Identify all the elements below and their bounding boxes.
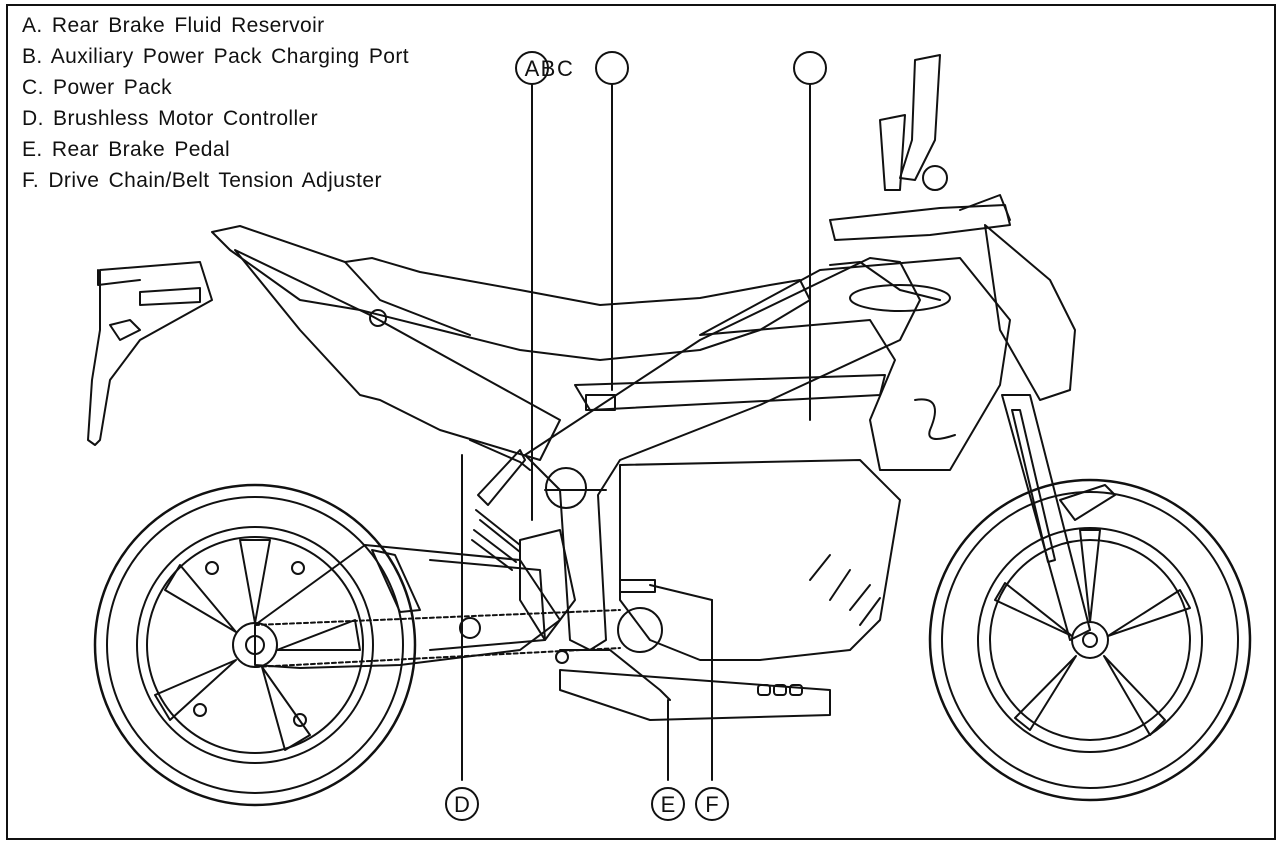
front-cowl: [699, 224, 1076, 471]
callout-a-label: A: [525, 56, 540, 81]
callout-b-label: B: [541, 56, 556, 81]
legend-item-c: C. Power Pack: [22, 76, 173, 99]
callout-e-circle: [651, 787, 685, 821]
parts-legend: A. Rear Brake Fluid Reservoir B. Auxilia…: [22, 10, 409, 196]
callout-e: E: [651, 787, 685, 821]
seat: [211, 225, 811, 361]
callout-b: B: [541, 51, 629, 85]
callout-c-label: C: [557, 56, 573, 81]
callout-f-label: F: [705, 792, 718, 817]
legend-item-f: F. Drive Chain/Belt Tension Adjuster: [22, 169, 382, 192]
leader-line-f-horizontal: [649, 584, 713, 601]
legend-item-d: D. Brushless Motor Controller: [22, 107, 319, 130]
callout-c-circle: [793, 51, 827, 85]
legend-item-a: A. Rear Brake Fluid Reservoir: [22, 14, 325, 37]
front-wheel: [928, 478, 1252, 802]
drivetrain: [254, 529, 671, 701]
rear-fender: [87, 261, 213, 446]
handlebars: [829, 54, 1011, 241]
callout-b-circle: [595, 51, 629, 85]
leader-lines: [461, 84, 811, 781]
front-fork: [1001, 394, 1116, 641]
legend-item-e: E. Rear Brake Pedal: [22, 138, 231, 161]
callout-f-circle: [695, 787, 729, 821]
callout-a: A: [515, 51, 549, 85]
rear-shock: [471, 449, 526, 571]
callout-d: D: [445, 787, 479, 821]
callout-e-label: E: [661, 792, 676, 817]
power-pack-housing: [559, 374, 901, 721]
callout-f: F: [695, 787, 729, 821]
diagram-frame: [6, 4, 1276, 840]
tail-cowl: [234, 249, 561, 461]
callout-c: C: [557, 51, 827, 85]
callout-d-circle: [445, 787, 479, 821]
rear-wheel: [93, 483, 417, 807]
legend-item-b: B. Auxiliary Power Pack Charging Port: [22, 45, 409, 68]
callout-d-label: D: [454, 792, 470, 817]
frame: [469, 257, 921, 651]
callout-a-circle: [515, 51, 549, 85]
